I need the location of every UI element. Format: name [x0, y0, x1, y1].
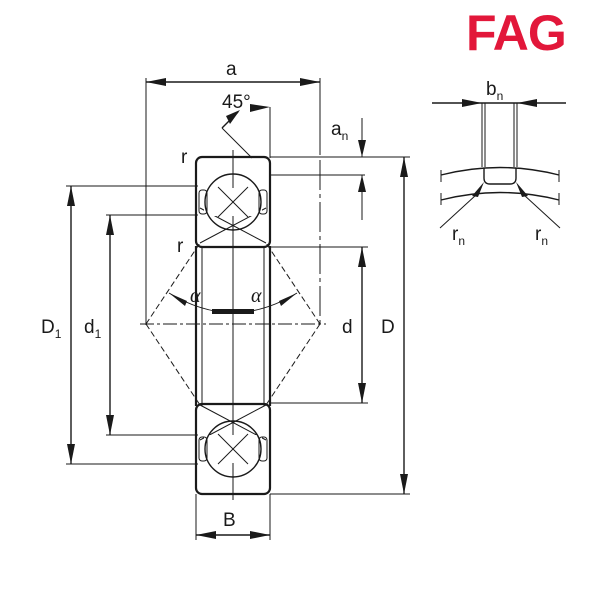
bearing-body-lines: [194, 246, 272, 406]
label-45-deg: 45°: [222, 92, 251, 113]
label-D1: D1: [41, 317, 62, 341]
label-r-top: r: [181, 147, 188, 168]
fag-logo: FAG: [466, 5, 566, 61]
dimension-B: B: [195, 494, 271, 540]
dimension-d: d: [270, 246, 368, 404]
label-rn-right: rn: [535, 224, 548, 248]
label-a: a: [226, 59, 237, 80]
groove-detail-view: bn rn rn: [432, 79, 566, 248]
dimension-D1: D1: [41, 185, 198, 465]
dimension-d1: d1: [84, 214, 198, 436]
label-d1: d1: [84, 317, 102, 341]
angle-45-indicator: 45°: [221, 92, 271, 159]
upper-bearing-section: [194, 155, 272, 249]
dimension-an: an: [270, 118, 366, 220]
label-B: B: [223, 510, 236, 531]
label-d: d: [342, 317, 353, 338]
label-bn: bn: [486, 79, 503, 103]
label-an: an: [331, 119, 348, 143]
dimension-a: a: [145, 59, 321, 325]
label-r-mid: r: [177, 236, 184, 257]
label-D: D: [381, 317, 395, 338]
lower-bearing-section: [194, 402, 272, 496]
dimension-D: D: [270, 156, 410, 495]
label-alpha-right: α: [251, 285, 262, 307]
label-rn-left: rn: [452, 224, 465, 248]
